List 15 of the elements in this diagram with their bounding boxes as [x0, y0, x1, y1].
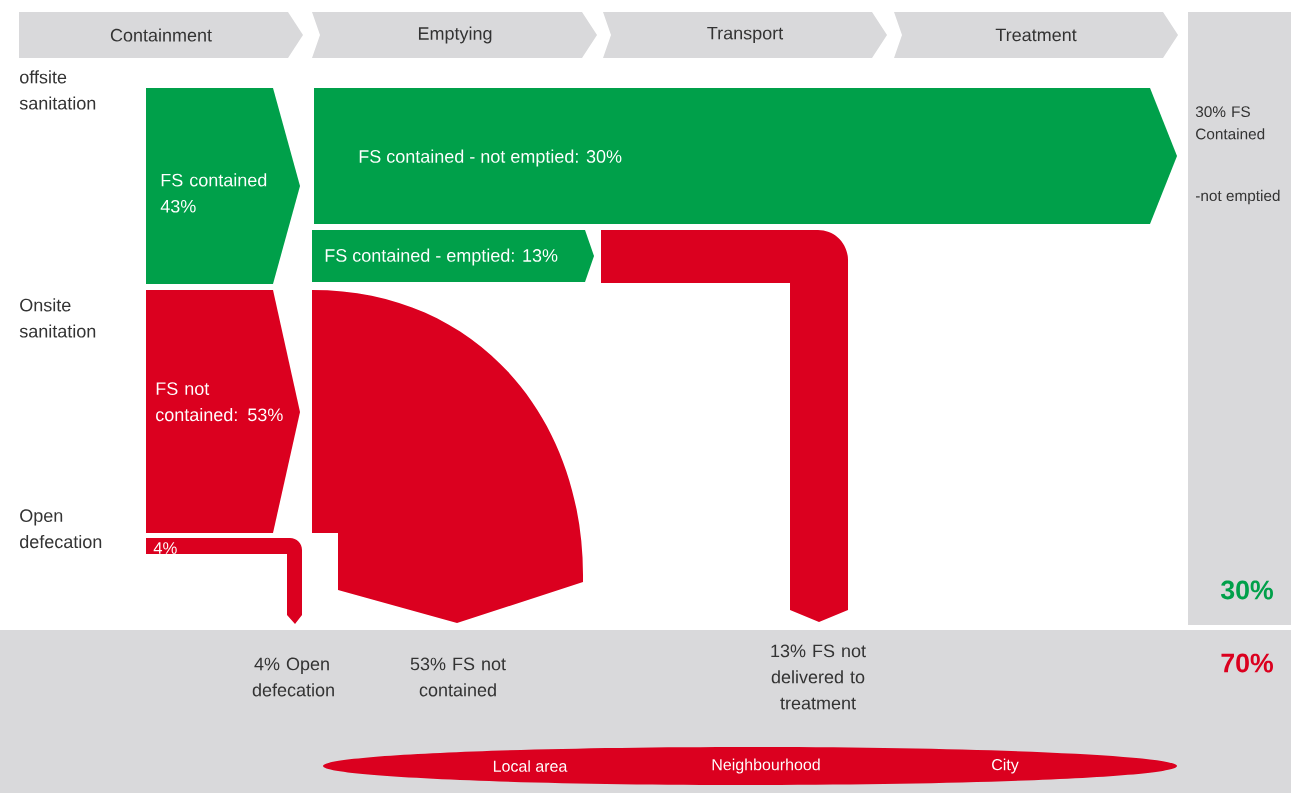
stage-banner: Transport	[603, 12, 887, 58]
summary-column: 30% FS Contained -not emptied 30%	[1188, 12, 1291, 625]
stage-banner: Emptying	[312, 12, 597, 58]
stage-banner: Treatment	[894, 12, 1178, 58]
row-label: Open defecation	[20, 509, 102, 549]
flow-block	[601, 230, 848, 622]
flow-block: FS contained 43%	[146, 88, 300, 284]
flow-block: FS contained - emptied: 13%	[312, 230, 594, 282]
row-label: offsite sanitation	[19, 70, 96, 110]
flow-block: FS not contained: 53%	[146, 290, 300, 533]
flow-block	[312, 290, 583, 623]
flow-block: 4%	[146, 538, 302, 624]
flow-block: FS contained - not emptied: 30%	[314, 88, 1177, 224]
stage-banner: Containment	[19, 12, 303, 58]
row-label: Onsite sanitation	[19, 298, 96, 338]
